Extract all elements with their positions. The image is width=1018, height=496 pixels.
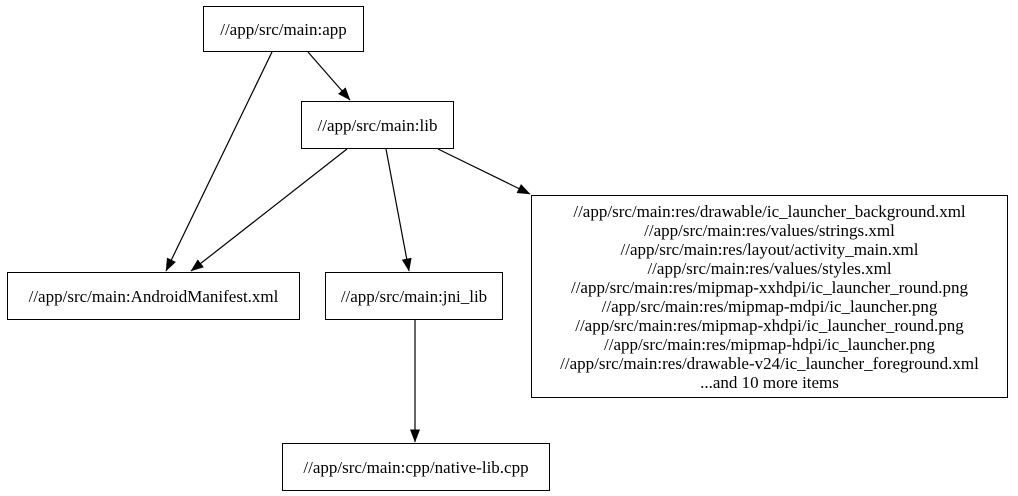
node-jni-lib: //app/src/main:jni_lib xyxy=(325,272,503,320)
node-resources-list: //app/src/main:res/drawable/ic_launcher_… xyxy=(531,195,1008,398)
node-app: //app/src/main:app xyxy=(203,6,364,52)
node-android-manifest: //app/src/main:AndroidManifest.xml xyxy=(7,272,300,320)
edge-lib-to-jni_lib xyxy=(385,148,412,272)
node-lib: //app/src/main:lib xyxy=(301,101,454,149)
edge-lib-to-manifest xyxy=(190,148,348,272)
edge-app-to-manifest xyxy=(165,51,273,272)
edge-lib-to-resources xyxy=(437,148,531,195)
edge-app-to-lib xyxy=(307,51,351,101)
node-native-lib-cpp: //app/src/main:cpp/native-lib.cpp xyxy=(282,443,550,491)
